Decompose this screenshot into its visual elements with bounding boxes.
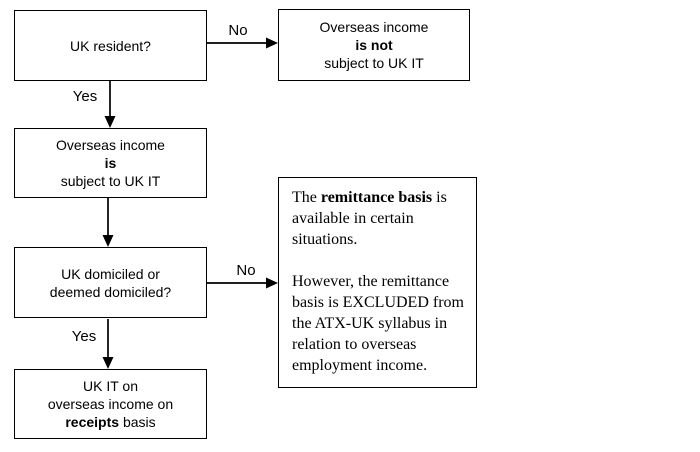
- not-subject-line2: is not: [355, 37, 393, 53]
- receipts-line3: receipts basis: [65, 413, 155, 431]
- receipts-rest: basis: [119, 414, 156, 430]
- domiciled-line1: UK domiciled or: [61, 265, 160, 282]
- edge-label-no-mid: No: [236, 262, 256, 279]
- not-subject-box: Overseas income is not subject to UK IT: [278, 9, 470, 81]
- edge-label-no-top: No: [228, 22, 248, 39]
- subject-box: Overseas income is subject to UK IT: [14, 128, 207, 198]
- uk-resident-text: UK resident?: [70, 37, 151, 54]
- arrow-no-mid: [207, 277, 278, 289]
- receipts-box: UK IT on overseas income on receipts bas…: [14, 369, 207, 439]
- subject-line3: subject to UK IT: [60, 173, 161, 189]
- edge-label-yes-top: Yes: [72, 88, 98, 105]
- subject-line1: Overseas income: [56, 137, 165, 153]
- arrow-yes-bottom: [102, 319, 114, 369]
- note-p1-bold: remittance basis: [320, 189, 433, 206]
- note-p1-suffix: is available in certain situations.: [292, 189, 447, 248]
- note-p1-prefix: The: [292, 189, 321, 206]
- domiciled-box: UK domiciled or deemed domiciled?: [14, 247, 207, 318]
- receipts-line1: UK IT on: [83, 378, 138, 394]
- arrow-no-top: [207, 37, 278, 49]
- not-subject-line1: Overseas income: [319, 19, 429, 35]
- not-subject-line3: subject to UK IT: [324, 55, 424, 71]
- arrow-subject-to-domiciled: [102, 198, 114, 247]
- note-paragraph-1: The remittance basis is available in cer…: [292, 187, 470, 250]
- edge-label-yes-bottom: Yes: [71, 328, 97, 345]
- domiciled-line2: deemed domiciled?: [49, 283, 172, 300]
- arrow-yes-top: [104, 81, 116, 128]
- note-paragraph-2: However, the remittance basis is EXCLUDE…: [292, 273, 464, 374]
- uk-resident-box: UK resident?: [14, 10, 207, 81]
- receipts-line2: overseas income on: [47, 396, 174, 412]
- receipts-bold: receipts: [65, 414, 120, 430]
- remittance-note-box: The remittance basis is available in cer…: [278, 177, 477, 388]
- subject-line2: is: [104, 155, 117, 171]
